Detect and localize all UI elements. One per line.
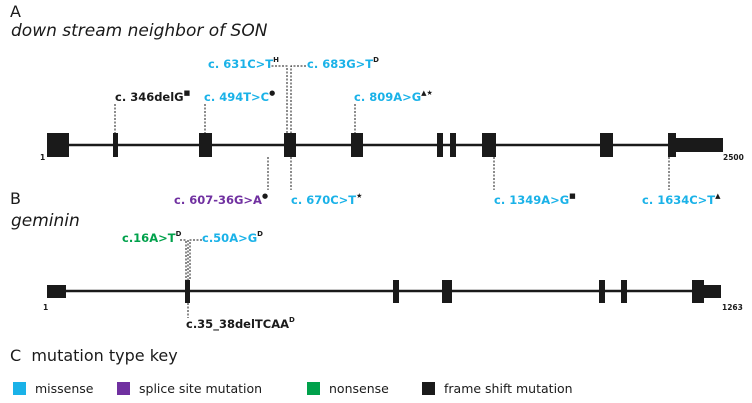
mut-text: c. 1349A>G [494,193,569,207]
gene-a-start-pos: 1 [40,153,45,162]
mut-text: c. 631C>T [208,57,273,71]
gene-a-exon-9 [600,133,613,157]
gene-b-leaders [180,239,202,318]
key-nonsense: nonsense [307,381,389,396]
mutation-label-607-36GA: c. 607-36G>A● [174,192,268,207]
mutation-label-346delG: c. 346delG■ [115,89,190,104]
mutation-label-683GT: c. 683G>TD [307,56,379,71]
mutation-label-50AG: c.50A>GD [202,230,263,245]
mut-sup: D [176,230,182,238]
mut-text: c.50A>G [202,231,257,245]
mut-sup: ★ [356,192,362,200]
mutation-label-809AG: c. 809A>G▲★ [354,89,433,104]
mut-text: c. 494T>C [204,90,269,104]
gene-a-exon-2 [113,133,118,157]
gene-a-exon-10 [668,133,676,157]
gene-b-exon-1 [185,280,190,303]
key-label-frameshift: frame shift mutation [444,381,573,396]
mut-sup: D [373,56,379,64]
swatch-nonsense [307,382,320,395]
gene-b-start-pos: 1 [43,303,48,312]
leader-631CT [268,65,288,133]
gene-a-exon-3 [199,133,212,157]
swatch-frameshift [422,382,435,395]
panel-a-label: A [10,2,21,21]
gene-a-exon-6 [437,133,443,157]
mutation-key-title: C mutation type key [10,346,178,365]
gene-b-exon-5 [621,280,627,303]
mut-text: c. 346delG [115,90,184,104]
gene-b-end-pos: 1263 [722,303,743,312]
leader-50AG [189,239,202,280]
gene-b-utr-3 [704,285,721,298]
key-label-splice: splice site mutation [139,381,263,396]
gene-a-exon-1 [47,133,69,157]
gene-a-utr-3 [676,138,723,152]
mutation-label-16AT: c.16A>TD [122,230,182,245]
gene-a-leaders [114,65,670,190]
leader-683GT [290,65,306,133]
mutation-label-1634CT: c. 1634C>T▲ [642,192,721,207]
mut-text: c. 683G>T [307,57,373,71]
mut-sup: ▲ [715,192,721,200]
panel-b-label: B [10,189,21,208]
mut-sup: ● [262,192,268,200]
mut-sup: ■ [569,192,576,200]
mut-text: c. 670C>T [291,193,356,207]
key-frameshift: frame shift mutation [422,381,573,396]
gene-b-utr-5 [47,285,66,298]
gene-b-exon-2 [393,280,399,303]
mut-text: c. 607-36G>A [174,193,262,207]
gene-a-exon-4 [284,133,296,157]
gene-b-structure [47,280,721,303]
gene-b-exon-6 [692,280,704,303]
mut-sup: D [257,230,263,238]
mutation-label-494TC: c. 494T>C● [204,89,275,104]
leader-16AT [180,239,187,280]
mut-sup: ● [269,89,275,97]
mut-sup: D [289,316,295,324]
mutation-label-631CT: c. 631C>TH [208,56,279,71]
gene-name-geminin: geminin [11,211,80,231]
key-splice: splice site mutation [117,381,262,396]
gene-a-structure [47,133,723,157]
gene-name-dson: down stream neighbor of SON [11,21,268,41]
gene-a-end-pos: 2500 [723,153,744,162]
gene-b-exon-4 [599,280,605,303]
mutation-label-1349AG: c. 1349A>G■ [494,192,576,207]
swatch-splice [117,382,130,395]
key-missense: missense [13,381,94,396]
mut-sup: ■ [184,89,191,97]
mutation-label-35-38delTCAA: c.35_38delTCAAD [186,316,295,332]
gene-a-exon-5 [351,133,363,157]
gene-a-exon-8 [482,133,496,157]
key-label-missense: missense [35,381,94,396]
key-title-text: mutation type key [31,346,178,365]
swatch-missense [13,382,26,395]
panel-c-label: C [10,346,22,365]
mutation-label-670CT: c. 670C>T★ [291,192,362,207]
mut-text: c.16A>T [122,231,176,245]
mut-text: c. 809A>G [354,90,421,104]
key-label-nonsense: nonsense [329,381,389,396]
gene-b-exon-3 [442,280,452,303]
gene-a-exon-7 [450,133,456,157]
mut-sup: ▲★ [421,89,433,97]
mut-text: c.35_38delTCAA [186,317,289,332]
mut-sup: H [273,56,279,64]
mut-text: c. 1634C>T [642,193,715,207]
